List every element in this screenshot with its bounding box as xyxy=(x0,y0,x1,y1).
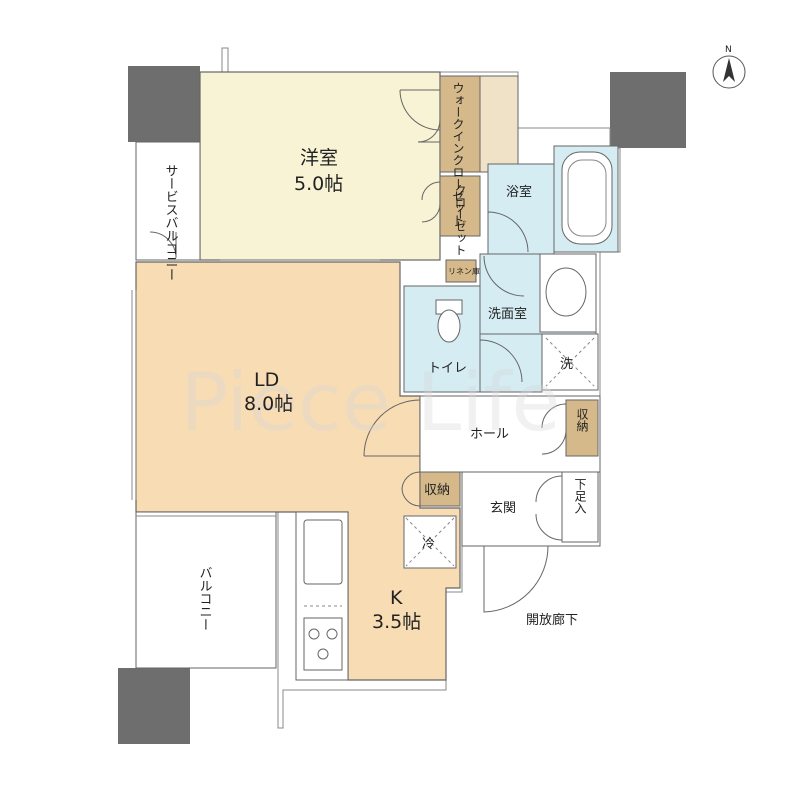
linen-storage-area xyxy=(445,259,477,283)
western-room-size: 5.0帖 xyxy=(294,173,343,195)
closet-label: クローゼット xyxy=(453,184,467,256)
hall-storage-label: 収納 xyxy=(575,408,589,432)
kitchen-sink xyxy=(303,519,343,585)
burner-3 xyxy=(317,648,329,660)
bathroom-area xyxy=(487,163,555,255)
toilet-label: トイレ xyxy=(428,361,467,376)
service-balcony-label: サービスバルコニー xyxy=(163,164,179,281)
washbasin xyxy=(545,267,587,317)
door-wic xyxy=(417,119,441,143)
fridge-label: 冷 xyxy=(422,537,435,552)
washroom-label: 洗面室 xyxy=(488,306,527,322)
stove xyxy=(303,617,343,671)
walk-in-closet-inner xyxy=(479,75,519,173)
door-ld xyxy=(363,399,421,457)
column-top-right xyxy=(610,72,686,148)
door-bathroom xyxy=(487,211,529,253)
toilet-bowl xyxy=(437,309,461,343)
door-hall-storage xyxy=(541,403,567,455)
hall-storage-area xyxy=(565,399,599,457)
balcony-label: バルコニー xyxy=(197,566,213,631)
column-top-left xyxy=(128,66,200,142)
entrance-label: 玄関 xyxy=(490,501,516,516)
watermark: Piece Life xyxy=(180,356,561,449)
closet-area xyxy=(439,175,481,237)
door-closet xyxy=(421,181,441,223)
washer-label: 洗 xyxy=(560,357,573,372)
washroom-lower xyxy=(479,333,543,393)
ld-size: 8.0帖 xyxy=(244,393,293,415)
fridge-space xyxy=(403,515,457,569)
corridor-label: 開放廊下 xyxy=(526,612,578,628)
ld-storage-label: 収納 xyxy=(424,483,450,498)
shoe-box-label: 下足入 xyxy=(573,478,587,514)
western-room-name: 洋室 xyxy=(300,147,338,169)
hall-label: ホール xyxy=(470,427,509,442)
service-balcony-area xyxy=(135,141,201,261)
bathtub xyxy=(561,151,613,245)
walk-in-closet-area xyxy=(439,75,481,173)
burner-2 xyxy=(326,628,338,640)
door-washroom xyxy=(483,255,525,297)
compass: N xyxy=(712,45,746,89)
bathtub-inner xyxy=(567,159,607,237)
burner-1 xyxy=(308,628,320,640)
kitchen-name: K xyxy=(390,587,403,609)
walk-in-closet-label: ウォークインクローゼット xyxy=(451,82,465,226)
ld-storage-area xyxy=(419,469,461,507)
column-bottom-left xyxy=(118,668,190,744)
linen-label: リネン庫 xyxy=(448,266,480,276)
door-western-room xyxy=(399,89,441,131)
door-shoe-box xyxy=(535,475,563,541)
kitchen-size: 3.5帖 xyxy=(372,611,421,633)
door-entrance xyxy=(483,545,549,613)
bathroom-label: 浴室 xyxy=(506,184,532,200)
compass-arrow-icon xyxy=(723,58,735,82)
ld-name: LD xyxy=(254,369,279,391)
door-toilet xyxy=(479,339,523,383)
shoe-box-area xyxy=(561,471,599,543)
compass-label: N xyxy=(725,45,732,55)
door-ld-storage xyxy=(401,471,421,507)
balcony-area xyxy=(135,511,277,669)
door-service-balcony xyxy=(149,231,177,259)
